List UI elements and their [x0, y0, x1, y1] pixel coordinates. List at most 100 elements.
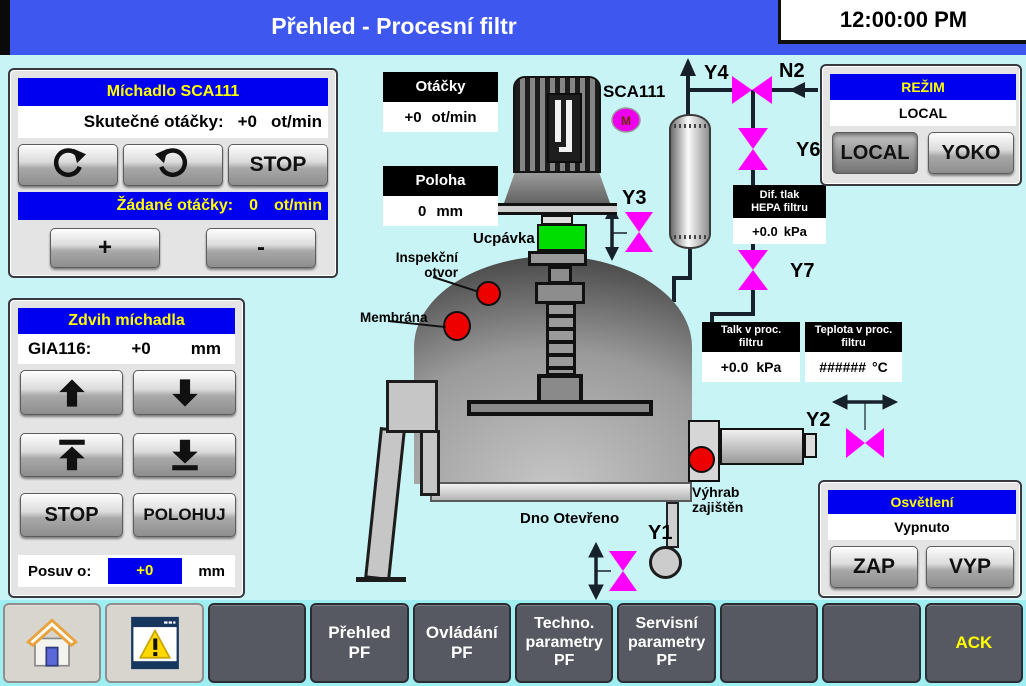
mixer-panel: Míchadlo SCA111 Skutečné otáčky: +0 ot/m… [8, 68, 338, 278]
valve-y1-travel-arrow-icon [588, 541, 611, 601]
valve-y2-label: Y2 [806, 409, 831, 431]
valve-y3-label: Y3 [622, 187, 647, 209]
alarms-button[interactable] [105, 603, 204, 683]
lighting-panel: Osvětlení Vypnuto ZAP VYP [818, 480, 1022, 598]
hepa-dp-indicator: Dif. tlak HEPA filtru +0.0 kPa [733, 185, 826, 244]
mode-local-button[interactable]: LOCAL [832, 132, 918, 174]
alarm-window-icon [130, 616, 179, 670]
nav-control-pf-button[interactable]: Ovládání PF [412, 603, 512, 683]
speed-decrease-button[interactable]: - [206, 228, 316, 268]
mixer-panel-title: Míchadlo SCA111 [18, 78, 328, 106]
vessel-support-leg [364, 427, 406, 581]
setpoint-speed-value: 0 [249, 197, 258, 214]
navigation-bar: Přehled PF Ovládání PF Techno. parametry… [0, 600, 1026, 686]
vessel-leg-bracket [386, 380, 438, 433]
n2-flow-arrow-icon [789, 82, 805, 98]
shaft-screw [546, 302, 576, 376]
lift-unit: mm [190, 339, 221, 358]
nav-spacer-button-1 [207, 603, 307, 683]
membrane-indicator [443, 311, 471, 341]
nav-spacer-button-2 [719, 603, 819, 683]
arrow-up-icon [58, 378, 85, 407]
svg-text:M: M [621, 114, 631, 128]
lift-up-button[interactable] [20, 370, 123, 415]
speed-unit: ot/min [431, 108, 477, 126]
nav-techno-params-pf-button[interactable]: Techno. parametry PF [515, 603, 614, 683]
stirrer-blade [467, 400, 653, 416]
clock: 12:00:00 PM [778, 0, 1026, 44]
position-indicator: Poloha 0 mm [383, 166, 498, 226]
ack-button[interactable]: ACK [924, 603, 1024, 683]
mixer-stop-button[interactable]: STOP [228, 144, 328, 186]
step-unit: mm [198, 562, 225, 580]
speed-indicator: Otáčky +0 ot/min [383, 72, 498, 132]
hepa-dp-value: +0.0 [752, 223, 778, 239]
nav-overview-pf-button[interactable]: Přehled PF [310, 603, 409, 683]
proc-temp-value: ###### [819, 359, 866, 375]
arrow-up-to-bar-icon [58, 439, 85, 471]
lift-tag-label: GIA116: [28, 339, 92, 358]
valve-y1-label: Y1 [648, 522, 673, 544]
lift-panel-title: Zdvih míchadla [18, 308, 235, 334]
arrow-down-icon [171, 378, 198, 407]
proc-pressure-indicator: Talk v proc. filtru +0.0 kPa [702, 322, 800, 382]
lift-stop-button[interactable]: STOP [20, 493, 123, 537]
actual-speed-label: Skutečné otáčky: [83, 112, 224, 131]
valve-y2-icon [846, 428, 884, 458]
mode-panel: REŽIM LOCAL LOCAL YOKO [820, 64, 1022, 186]
vessel-leg-strut [420, 430, 440, 496]
hepa-dp-unit: kPa [783, 223, 807, 239]
valve-y7-icon [738, 250, 768, 290]
lift-up-to-limit-button[interactable] [20, 433, 123, 477]
rotate-cw-button[interactable] [18, 144, 118, 186]
mode-yoko-button[interactable]: YOKO [928, 132, 1014, 174]
header-corner [0, 0, 10, 55]
motor-flange [497, 203, 617, 215]
discharge-cap [804, 433, 817, 458]
vent-up-arrow-icon [680, 58, 696, 76]
page-title: Přehled - Procesní filtr [271, 13, 517, 39]
lift-position-button[interactable]: POLOHUJ [133, 493, 236, 537]
motor-symbol-icon: M [611, 107, 641, 133]
discharge-cylinder [720, 428, 804, 465]
valve-y1-icon [609, 551, 637, 591]
actual-speed-unit: ot/min [271, 112, 322, 131]
home-button[interactable] [3, 603, 102, 683]
nav-service-params-pf-button[interactable]: Servisní parametry PF [617, 603, 716, 683]
gland-label: Ucpávka [473, 230, 535, 247]
motor-window [547, 93, 582, 163]
valve-y7-label: Y7 [790, 260, 815, 282]
lighting-off-button[interactable]: VYP [926, 546, 1014, 588]
lighting-on-button[interactable]: ZAP [830, 546, 918, 588]
lift-value: +0 [131, 339, 151, 358]
setpoint-speed-unit: ot/min [274, 197, 322, 214]
stirrer-hub [537, 374, 583, 404]
rotate-cw-icon [53, 148, 86, 178]
lift-down-button[interactable] [133, 370, 236, 415]
inspection-port-indicator [476, 281, 501, 306]
valve-y4-icon [732, 76, 772, 104]
nav-spacer-button-3 [822, 603, 921, 683]
motor-base [504, 173, 610, 203]
gland-flange [528, 251, 587, 266]
shaft-collar [535, 282, 585, 304]
mode-value: LOCAL [830, 100, 1016, 126]
step-value-field[interactable]: +0 [107, 558, 182, 584]
speed-value: +0 [404, 108, 422, 126]
position-value: 0 [417, 202, 427, 220]
scraper-lock-indicator [688, 446, 715, 473]
position-unit: mm [436, 202, 464, 220]
membrane-label: Membrána [360, 310, 428, 325]
proc-temp-unit: °C [872, 359, 888, 375]
speed-increase-button[interactable]: + [50, 228, 160, 268]
rotate-ccw-button[interactable] [123, 144, 223, 186]
n2-label: N2 [779, 60, 805, 82]
proc-pressure-value: +0.0 [720, 359, 749, 375]
lift-down-to-limit-button[interactable] [133, 433, 236, 477]
scraper-label: Výhrab zajištěn [692, 484, 744, 516]
proc-pressure-unit: kPa [756, 359, 782, 375]
valve-y6-icon [738, 128, 768, 170]
gland-status-box [537, 224, 587, 251]
mode-panel-title: REŽIM [830, 74, 1016, 100]
